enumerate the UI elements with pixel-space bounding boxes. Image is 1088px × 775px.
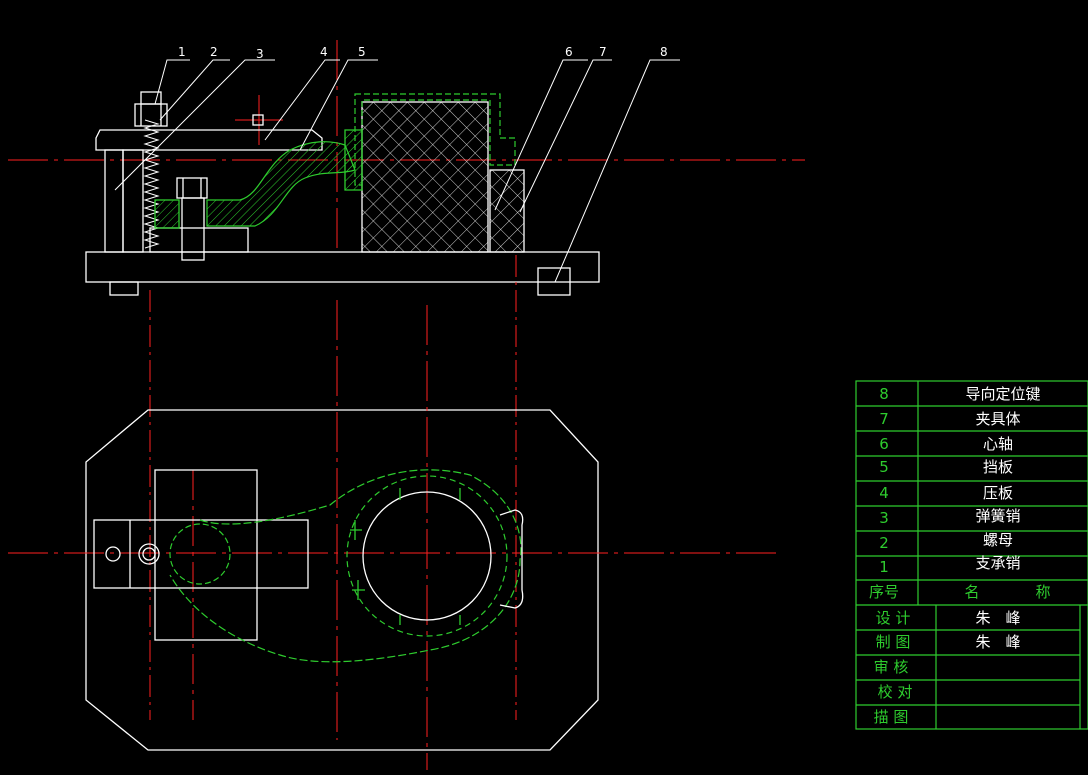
title-label-check: 校 对: [878, 683, 913, 701]
part-no-2: 2: [879, 534, 889, 552]
callout-4: 4: [320, 45, 328, 59]
part-name-6: 心轴: [983, 435, 1013, 453]
callout-labels: 1 2 3 4 5 6 7 8: [178, 45, 668, 61]
top-view: [8, 300, 782, 770]
title-label-design: 设 计: [876, 609, 911, 627]
clamp-body-base: [85, 251, 600, 283]
front-view: [8, 40, 805, 720]
mandrel: [361, 101, 489, 253]
callout-8: 8: [660, 45, 668, 59]
locating-key-right: [537, 267, 571, 296]
header-no: 序号: [869, 583, 899, 601]
part-no-5: 5: [879, 458, 889, 476]
part-no-4: 4: [879, 484, 889, 502]
title-label-trace: 描 图: [874, 708, 909, 726]
part-no-3: 3: [879, 509, 889, 527]
callouts: [114, 59, 680, 283]
callout-2: 2: [210, 45, 218, 59]
header-name-1: 名: [964, 583, 979, 601]
part-name-5: 挡板: [983, 458, 1013, 476]
callout-3: 3: [256, 47, 264, 61]
part-name-2: 螺母: [983, 531, 1013, 549]
header-name-2: 称: [1035, 583, 1050, 601]
workpiece-outline: [169, 469, 522, 663]
nut: [176, 177, 208, 199]
callout-6: 6: [565, 45, 573, 59]
callout-5: 5: [358, 45, 366, 59]
clamp-body-outline: [85, 409, 599, 751]
title-value-design: 朱 峰: [975, 609, 1020, 627]
title-value-draw: 朱 峰: [975, 633, 1020, 651]
title-label-review: 审 核: [874, 658, 909, 676]
locating-key-left: [109, 281, 139, 296]
pressure-plate: [95, 129, 323, 151]
part-name-3: 弹簧销: [975, 507, 1020, 525]
part-name-4: 压板: [983, 484, 1013, 502]
parts-table: [855, 380, 1088, 730]
part-name-8: 导向定位键: [965, 385, 1040, 403]
title-label-draw: 制 图: [876, 633, 911, 651]
workpiece-arm: [206, 141, 356, 227]
pressure-plate-top: [93, 519, 309, 589]
part-no-6: 6: [879, 435, 889, 453]
part-name-7: 夹具体: [975, 410, 1020, 428]
callout-1: 1: [178, 45, 186, 59]
mandrel-circle: [362, 491, 492, 621]
support-pin: [104, 149, 124, 253]
part-name-1: 支承销: [975, 554, 1020, 572]
spring-pin: [143, 119, 160, 249]
part-no-7: 7: [879, 410, 889, 428]
part-no-8: 8: [879, 385, 889, 403]
part-no-1: 1: [879, 558, 889, 576]
callout-7: 7: [599, 45, 607, 59]
